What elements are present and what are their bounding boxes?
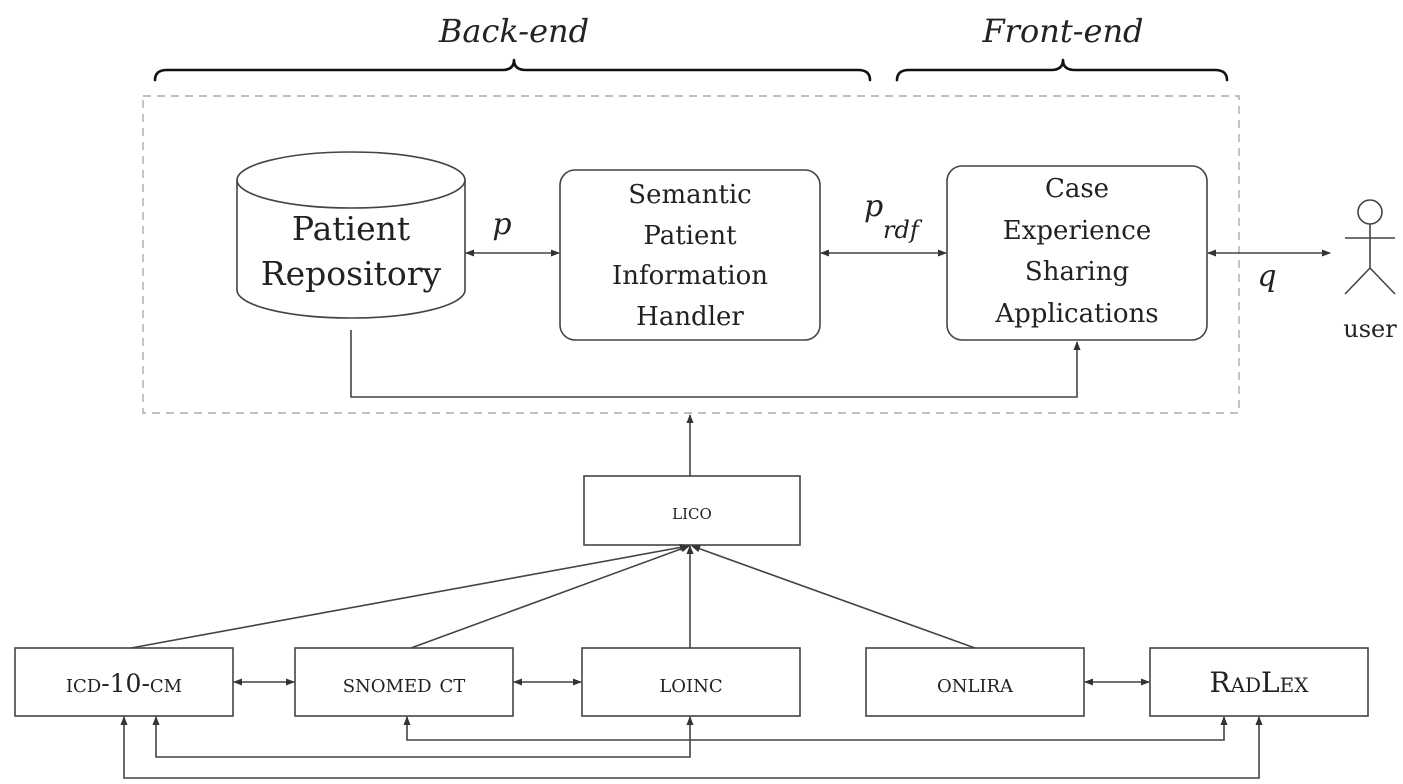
applications-line-1: Case <box>1045 174 1109 204</box>
handler-line-2: Patient <box>643 221 737 251</box>
lico-label: lico <box>672 500 712 525</box>
handler-line-1: Semantic <box>628 180 751 210</box>
radlex-box: RadLex <box>1149 647 1369 717</box>
handler-line-4: Handler <box>636 302 744 332</box>
user-label: user <box>1343 315 1397 343</box>
edge-snomed-lico <box>410 545 690 649</box>
back-end-label: Back-end <box>438 12 589 50</box>
edge-icd-radlex <box>120 716 1263 779</box>
loinc-label: loinc <box>659 669 722 698</box>
snomed-ct-label: snomed ct <box>343 669 466 698</box>
loinc-box: loinc <box>581 647 801 717</box>
semantic-handler-box: Semantic Patient Information Handler <box>559 169 821 341</box>
applications-box: Case Experience Sharing Applications <box>946 165 1208 341</box>
snomed-ct-box: snomed ct <box>294 647 514 717</box>
icd-10-cm-label: icd-10-cm <box>66 669 182 698</box>
edge-snomed-radlex <box>403 716 1228 741</box>
patient-repository-line-2: Repository <box>261 254 442 293</box>
onlira-box: onlira <box>865 647 1085 717</box>
edge-icd-loinc <box>152 716 694 758</box>
radlex-label: RadLex <box>1210 666 1310 699</box>
edge-q-label: q <box>1257 259 1276 294</box>
edge-prdf-subscript: rdf <box>883 216 923 244</box>
applications-line-4: Applications <box>994 299 1158 329</box>
edge-onlira-lico <box>691 545 976 649</box>
user-stick-figure-icon <box>1344 199 1396 295</box>
system-boundary <box>142 95 1240 414</box>
icd-10-cm-box: icd-10-cm <box>14 647 234 717</box>
front-end-brace <box>895 58 1229 82</box>
back-end-brace <box>153 58 872 82</box>
lico-box: lico <box>583 475 801 546</box>
patient-repository-line-1: Patient <box>292 209 410 248</box>
handler-line-3: Information <box>612 261 768 291</box>
edge-prdf-label: p <box>864 189 883 224</box>
edge-p-label: p <box>492 207 511 242</box>
front-end-label: Front-end <box>981 12 1143 50</box>
edge-repository-applications <box>350 330 1081 398</box>
applications-line-3: Sharing <box>1025 257 1129 287</box>
onlira-label: onlira <box>937 669 1014 698</box>
edge-icd-lico <box>130 543 689 649</box>
applications-line-2: Experience <box>1003 216 1152 246</box>
patient-repository-database: Patient Repository <box>236 151 466 319</box>
